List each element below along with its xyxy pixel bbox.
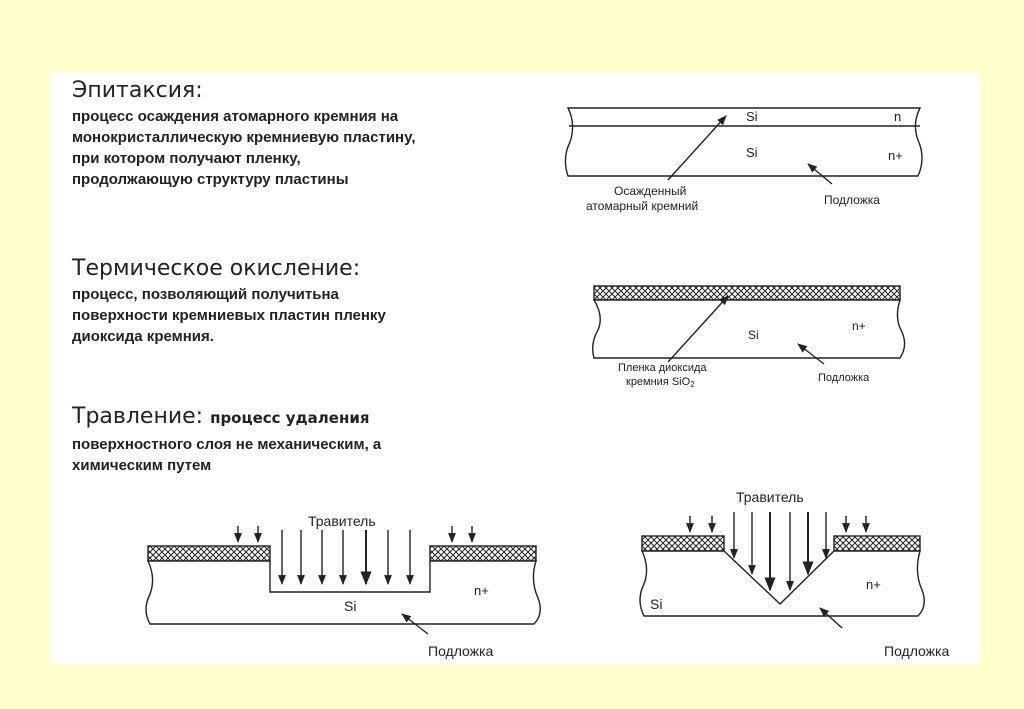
oxidation-si: Si	[748, 328, 759, 342]
oxidation-film-label-main: кремния SiO	[626, 376, 691, 388]
etch-left-mask-right	[429, 545, 537, 562]
oxidation-line-1: процесс, позволяющий получитьна	[72, 286, 339, 303]
etching-heading-row: Травление: процесс удаления	[72, 404, 369, 429]
etching-heading: Травление:	[72, 404, 204, 429]
etch-right-substrate-label: Подложка	[884, 643, 949, 659]
epitaxy-si-top: Si	[746, 109, 758, 124]
etching-description: поверхностного слоя не механическим, а х…	[72, 434, 381, 476]
etch-left-n-plus: n+	[474, 583, 489, 598]
oxidation-wafer-outline	[591, 299, 906, 359]
etching-inline-text: процесс удаления	[210, 409, 370, 427]
oxidation-line-3: диоксида кремния.	[72, 328, 214, 345]
etch-right-substrate-pointer	[819, 607, 843, 629]
etching-line-1: поверхностного слоя не механическим, а	[72, 436, 382, 453]
epitaxy-heading: Эпитаксия:	[72, 78, 203, 103]
epitaxy-wafer-outline	[564, 107, 923, 177]
epitaxy-description: процесс осаждения атомарного кремния на …	[72, 106, 416, 190]
epitaxy-n-plus: n+	[888, 148, 903, 163]
oxidation-oxide-film	[593, 285, 901, 301]
oxidation-description: процесс, позволяющий получитьна поверхно…	[72, 284, 386, 347]
oxidation-film-label-sub: 2	[690, 380, 695, 389]
epitaxy-line-3: при котором получают пленку,	[72, 150, 301, 167]
etch-left-substrate-pointer	[401, 613, 429, 635]
etch-right-diagram	[639, 512, 925, 629]
oxidation-line-2: поверхности кремниевых пластин пленку	[72, 307, 386, 324]
oxidation-film-pointer	[667, 295, 729, 363]
etch-right-etchant-label: Травитель	[736, 489, 804, 505]
etch-left-mask-left	[147, 545, 271, 562]
etch-left-diagram	[145, 526, 541, 635]
epitaxy-diagram	[564, 107, 923, 185]
etch-right-si: Si	[650, 596, 662, 612]
epitaxy-deposit-label-1: Осажденный	[614, 184, 686, 198]
etch-right-wafer-outline	[639, 550, 925, 617]
etch-left-wafer-outline	[145, 560, 541, 625]
etch-right-n-plus: n+	[866, 577, 881, 592]
oxidation-diagram	[591, 285, 906, 365]
epitaxy-deposit-label-2: атомарный кремний	[586, 199, 698, 213]
etching-line-2: химическим путем	[72, 457, 212, 474]
epitaxy-deposit-pointer	[667, 115, 727, 181]
etch-right-mask-right	[833, 535, 921, 552]
epitaxy-si-bottom: Si	[746, 145, 758, 160]
epitaxy-n: n	[894, 109, 901, 124]
oxidation-film-label-1: Пленка диоксида	[618, 362, 707, 374]
oxidation-heading: Термическое окисление:	[72, 256, 361, 281]
epitaxy-substrate-label: Подложка	[824, 193, 880, 207]
etch-left-substrate-label: Подложка	[428, 643, 493, 659]
epitaxy-line-1: процесс осаждения атомарного кремния на	[72, 108, 399, 125]
oxidation-substrate-pointer	[797, 343, 825, 365]
epitaxy-line-4: продолжающую структуру пластины	[72, 171, 349, 188]
epitaxy-line-2: монокристаллическую кремниевую пластину,	[72, 129, 416, 146]
epitaxy-substrate-pointer	[807, 163, 833, 185]
oxidation-film-label-2: кремния SiO2	[626, 376, 695, 389]
etch-left-si: Si	[344, 598, 356, 614]
etch-right-mask-left	[641, 535, 725, 552]
oxidation-n-plus: n+	[852, 319, 866, 333]
oxidation-substrate-label: Подложка	[818, 372, 870, 384]
etch-left-etchant-label: Травитель	[308, 513, 376, 529]
